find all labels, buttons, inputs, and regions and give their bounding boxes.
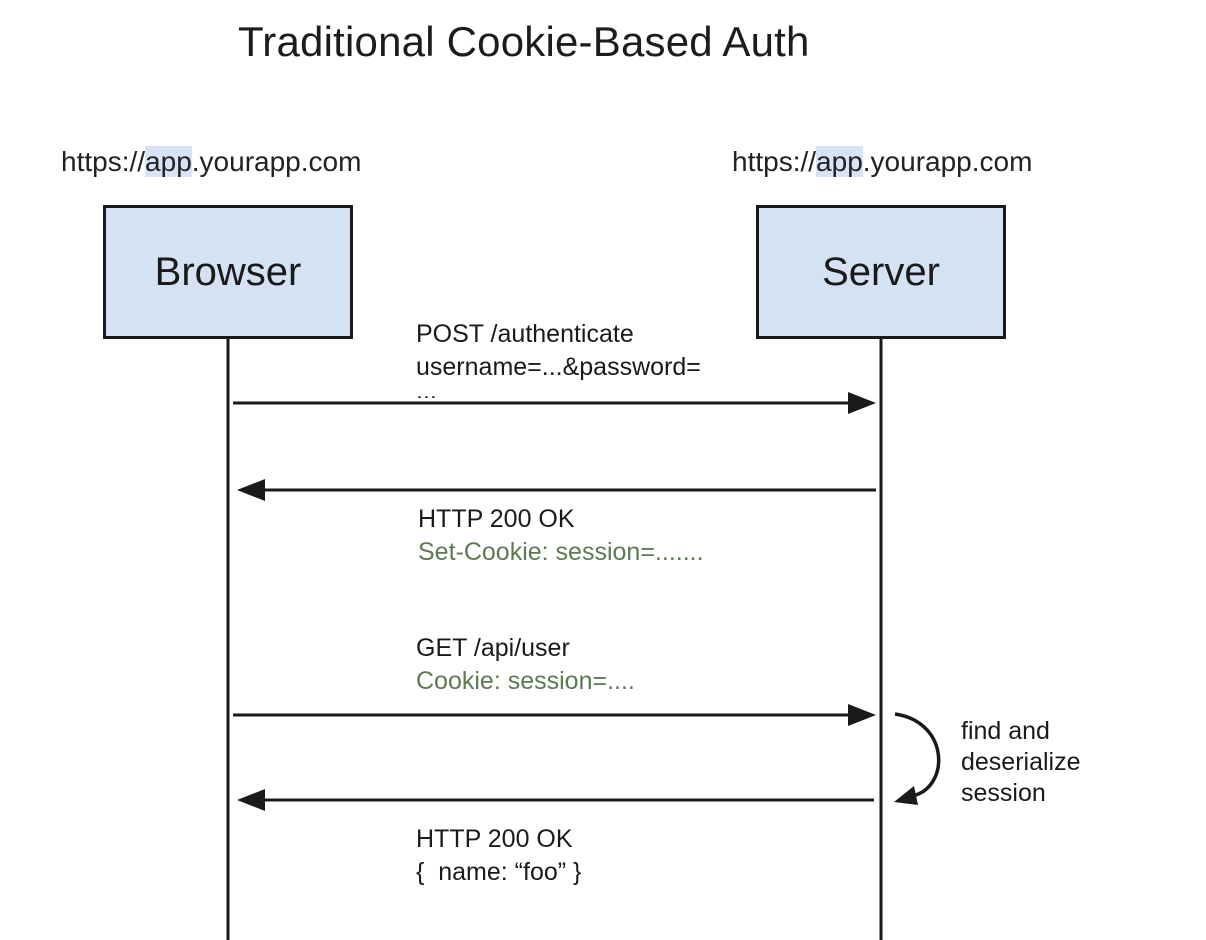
diagram-title: Traditional Cookie-Based Auth <box>238 18 810 65</box>
request-arrow-authenticate <box>233 392 876 414</box>
response-arrow-user-data <box>237 789 874 811</box>
server-process-note: find and deserialize session <box>961 716 1081 809</box>
message-set-cookie: HTTP 200 OK Set-Cookie: session=....... <box>418 503 704 569</box>
message-user-data-line2: { name: “foo” } <box>416 858 582 886</box>
server-actor-box: Server <box>756 205 1006 339</box>
server-note-line3: session <box>961 779 1046 807</box>
browser-url-suffix: .yourapp.com <box>191 146 362 177</box>
browser-url-highlight: app <box>145 146 192 177</box>
server-url-prefix: https:// <box>732 146 817 177</box>
request-arrow-get-user <box>233 704 876 726</box>
message-get-user-line1: GET /api/user <box>416 634 570 662</box>
server-url: https://app.yourapp.com <box>732 146 1032 178</box>
message-authenticate-line1: POST /authenticate <box>416 320 634 348</box>
message-get-user: GET /api/user Cookie: session=.... <box>416 632 635 698</box>
response-arrow-set-cookie <box>237 479 876 501</box>
server-actor-label: Server <box>822 249 940 294</box>
message-set-cookie-line2: Set-Cookie: session=....... <box>418 538 704 566</box>
server-url-suffix: .yourapp.com <box>862 146 1033 177</box>
browser-url: https://app.yourapp.com <box>61 146 361 178</box>
server-url-highlight: app <box>816 146 863 177</box>
server-note-line2: deserialize <box>961 748 1081 776</box>
browser-url-prefix: https:// <box>61 146 146 177</box>
message-authenticate-line2: username=...&password= <box>416 353 701 381</box>
self-process-arrow <box>894 712 941 805</box>
browser-actor-label: Browser <box>154 249 302 294</box>
message-authenticate-line3: ... <box>416 384 437 398</box>
message-get-user-line2: Cookie: session=.... <box>416 667 635 695</box>
message-user-data: HTTP 200 OK { name: “foo” } <box>416 823 581 889</box>
browser-actor-box: Browser <box>103 205 353 339</box>
message-set-cookie-line1: HTTP 200 OK <box>418 505 575 533</box>
message-user-data-line1: HTTP 200 OK <box>416 825 573 853</box>
message-authenticate: POST /authenticate username=...&password… <box>416 318 701 398</box>
server-note-line1: find and <box>961 717 1050 745</box>
